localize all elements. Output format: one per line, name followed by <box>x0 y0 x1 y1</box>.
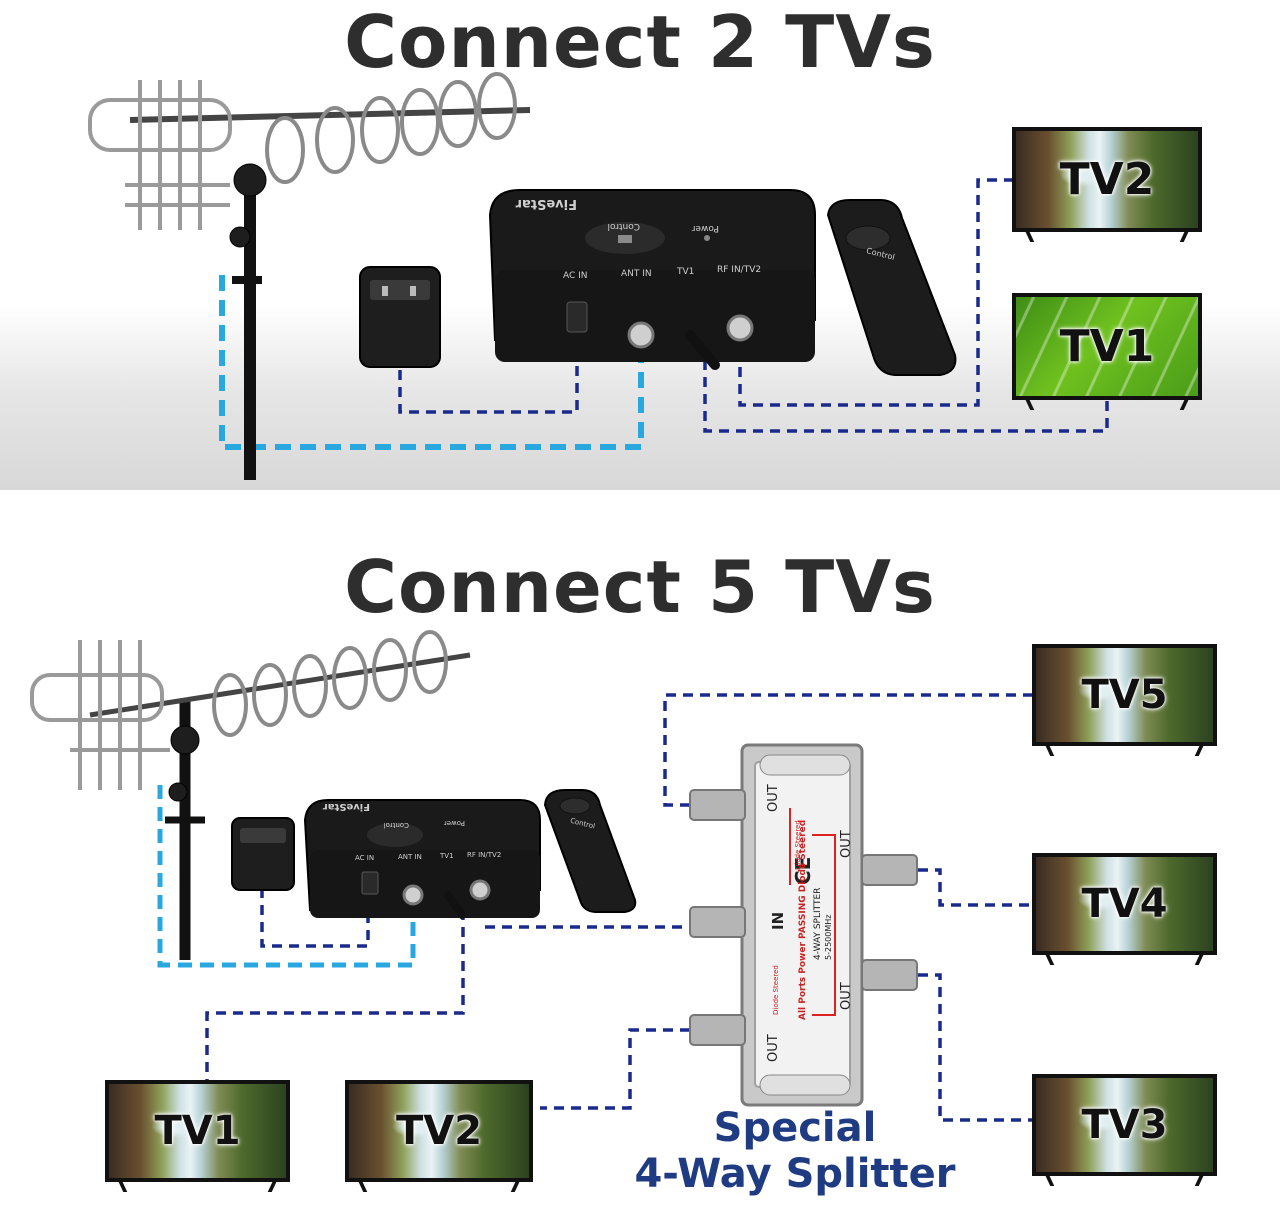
tv-label: TV2 <box>395 1108 483 1154</box>
splitter-ce-mark: CE <box>791 857 815 885</box>
rf-in-port <box>469 879 491 901</box>
tv-cables <box>205 693 1032 1122</box>
ac-in-port <box>361 871 379 895</box>
port-label: ANT IN <box>621 269 652 279</box>
splitter-out-label: OUT <box>839 982 854 1010</box>
tv-screen <box>1032 853 1217 955</box>
power-adapter <box>231 817 295 891</box>
connect-2-diagram: FiveStar Control Power AC IN ANT IN TV1 … <box>88 72 1109 480</box>
splitter-out-label: OUT <box>766 784 781 812</box>
splitter-diode-label: Diode Steered <box>772 965 780 1015</box>
tv-label: TV4 <box>1081 881 1168 927</box>
splitter-caption: Special 4-Way Splitter <box>620 1105 970 1197</box>
four-way-splitter: OUT OUT OUT OUT IN CE All Ports Power PA… <box>689 743 918 1107</box>
device-button-label: Power <box>444 819 465 827</box>
tv-label: TV1 <box>1059 321 1155 372</box>
tv-label: TV1 <box>154 1108 241 1154</box>
remote-control: Control <box>543 789 637 913</box>
ac-in-port <box>566 301 588 333</box>
port-label: TV1 <box>439 852 454 860</box>
section-heading: Connect 5 TVs <box>344 545 936 629</box>
tv-label: TV2 <box>1059 154 1155 205</box>
device-button-label: Control <box>607 221 640 231</box>
tv-screen <box>1012 127 1202 232</box>
splitter-diode-label: Diode Steered <box>794 820 802 870</box>
splitter-text: 4-WAY SPLITTER <box>813 888 823 960</box>
splitter-caption-line: Special <box>713 1105 877 1151</box>
port-label: TV1 <box>676 267 694 277</box>
power-adapter <box>359 266 441 368</box>
port-label: AC IN <box>563 271 588 281</box>
splitter-text: All Ports Power PASSING Diode Steered <box>798 820 808 1020</box>
splitter-caption-line: 4-Way Splitter <box>634 1151 956 1197</box>
tv-screen <box>1012 293 1202 400</box>
tv-label: TV5 <box>1081 672 1168 718</box>
port-label: RF IN/TV2 <box>467 851 501 859</box>
tv-screen <box>1032 644 1217 746</box>
tv-4: TV4 <box>1032 853 1217 965</box>
tv-label: TV3 <box>1081 1102 1168 1148</box>
connect-5-tvs-section: Connect 5 TVs <box>0 490 1280 1207</box>
port-label: RF IN/TV2 <box>717 265 761 275</box>
ant-in-port <box>402 884 424 906</box>
device-button-label: Control <box>384 821 409 829</box>
section-heading: Connect 2 TVs <box>344 0 936 84</box>
tv-screen <box>1032 1074 1217 1176</box>
device-button-label: Power <box>691 223 719 233</box>
splitter-out-label: OUT <box>766 1034 781 1062</box>
port-label: AC IN <box>355 854 374 862</box>
tv-3: TV3 <box>1032 1074 1217 1186</box>
splitter-out-label: OUT <box>839 830 854 858</box>
connect-5-diagram: FiveStar Control Power AC IN ANT IN TV1 … <box>30 630 1032 1122</box>
antenna <box>88 72 531 480</box>
control-box: FiveStar Control Power AC IN ANT IN TV1 … <box>303 799 541 919</box>
antenna-cable <box>219 275 644 450</box>
tv-screen <box>105 1080 290 1182</box>
port-label: ANT IN <box>398 853 422 861</box>
tv-1: TV1 <box>1012 293 1202 410</box>
tv-cables <box>398 178 1109 433</box>
device-brand: FiveStar <box>515 196 577 211</box>
tv-2: TV2 <box>345 1080 533 1192</box>
rf-in-port <box>726 314 754 342</box>
control-box: FiveStar Control Power AC IN ANT IN TV1 … <box>488 189 816 370</box>
tv-2: TV2 <box>1012 127 1202 242</box>
connect-2-tvs-section: Connect 2 TVs <box>0 0 1280 490</box>
antenna <box>30 630 471 960</box>
tv-5: TV5 <box>1032 644 1217 756</box>
splitter-text: 5-2500MHz <box>824 915 833 960</box>
tv-screen <box>345 1080 533 1182</box>
antenna-cable <box>157 785 416 968</box>
tv-1: TV1 <box>105 1080 290 1192</box>
splitter-in-label: IN <box>769 912 787 930</box>
ant-in-port <box>627 321 655 349</box>
remote-control: Control <box>826 199 957 376</box>
device-brand: FiveStar <box>323 801 370 812</box>
